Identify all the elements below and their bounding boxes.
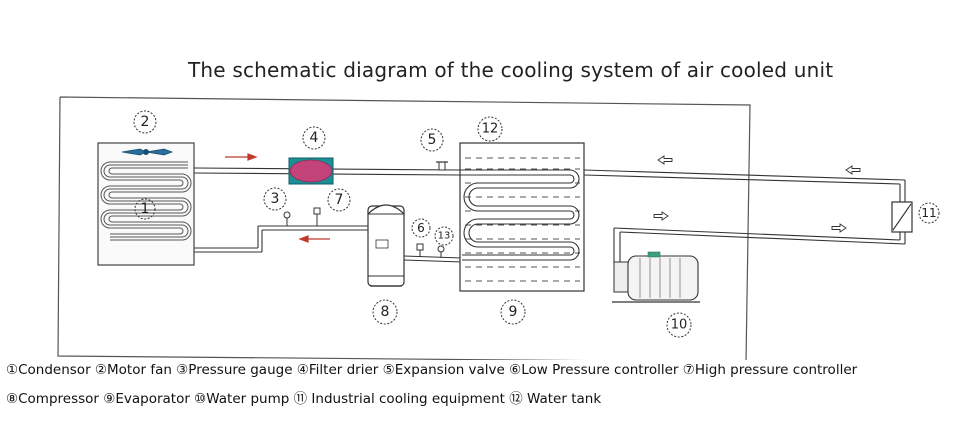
cooling-system-schematic: 1 2 3 4 5 6 7 8 9 10 11 12 13	[57, 96, 940, 360]
filter-drier	[288, 157, 334, 185]
label-12: 12	[482, 122, 499, 137]
red-arrow-icon	[225, 153, 330, 243]
label-5: 5	[428, 132, 437, 148]
low-pressure-controller	[416, 243, 424, 257]
label-4: 4	[310, 130, 319, 146]
motor-fan	[121, 148, 174, 156]
water-tank-evaporator	[459, 142, 585, 292]
diagram-title: The schematic diagram of the cooling sys…	[188, 58, 834, 82]
label-7: 7	[335, 192, 344, 208]
label-10: 10	[671, 318, 688, 333]
industrial-cooling-equipment	[891, 201, 913, 233]
label-11: 11	[921, 206, 936, 220]
sensor-13	[437, 245, 445, 258]
legend-line-2: ⑧Compressor ⑨Evaporator ⑩Water pump ⑪ In…	[6, 391, 602, 407]
compressor	[367, 204, 405, 287]
pressure-gauge	[283, 211, 291, 226]
label-3: 3	[271, 191, 280, 207]
label-circles	[133, 110, 940, 338]
label-2: 2	[141, 114, 150, 130]
condenser	[97, 142, 195, 266]
outline-arrow-icon	[653, 155, 861, 233]
label-9: 9	[509, 304, 518, 320]
label-6: 6	[417, 221, 425, 235]
legend-line-1: ①Condensor ②Motor fan ③Pressure gauge ④F…	[6, 362, 858, 378]
expansion-valve	[436, 161, 448, 171]
label-8: 8	[381, 304, 390, 320]
label-1: 1	[141, 201, 150, 217]
high-pressure-controller	[313, 207, 321, 226]
label-13: 13	[438, 231, 451, 242]
outer-frame	[57, 96, 751, 360]
water-pump	[612, 251, 700, 303]
